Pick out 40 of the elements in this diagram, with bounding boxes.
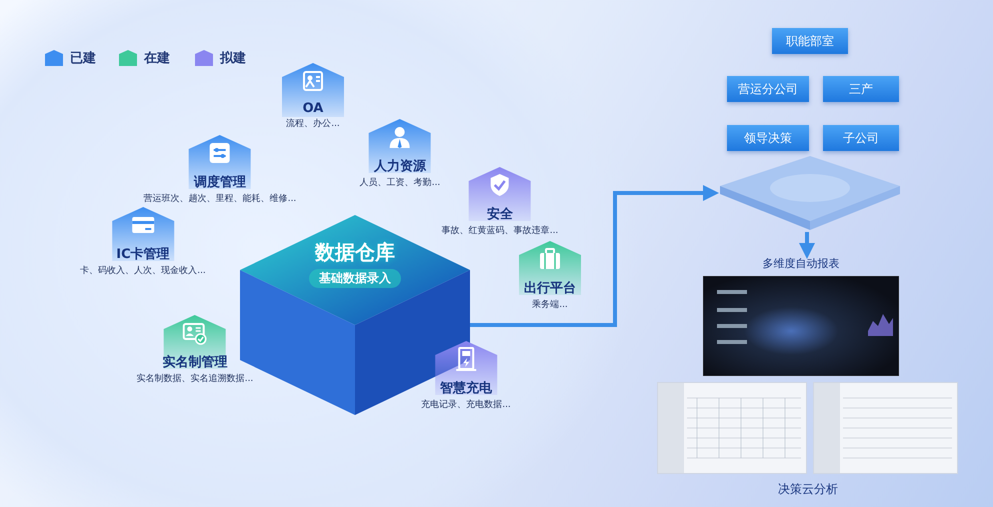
module-description: 营运班次、趟次、里程、能耗、维修...: [144, 192, 296, 205]
module-description: 事故、红黄蓝码、事故违章...: [442, 224, 558, 237]
module-tile: [421, 340, 511, 411]
department-box: 领导决策: [727, 125, 809, 151]
department-box: 职能部室: [772, 28, 848, 54]
legend-label: 拟建: [220, 50, 246, 67]
department-box: 子公司: [823, 125, 899, 151]
module-tile: [136, 314, 254, 385]
module-description: 充电记录、充电数据...: [421, 398, 511, 411]
module-title: 实名制管理: [162, 354, 228, 371]
legend-label: 在建: [144, 50, 170, 67]
module-title: 人力资源: [374, 158, 426, 175]
module-title: OA: [302, 101, 324, 116]
module-description: 流程、办公...: [286, 118, 340, 130]
form-screenshot: [813, 382, 958, 474]
module-tile: [360, 118, 440, 189]
module-title: IC卡管理: [116, 246, 170, 263]
module-title: 出行平台: [524, 280, 576, 297]
arrow: [799, 232, 815, 259]
legend-label: 已建: [70, 50, 96, 67]
module-title: 智慧充电: [440, 380, 492, 397]
table-screenshot: [657, 382, 807, 474]
module-description: 人员、工资、考勤...: [360, 176, 440, 189]
module-description: 乘务端...: [532, 298, 568, 311]
department-box: 三产: [823, 76, 899, 102]
arrow: [470, 185, 719, 327]
image-caption: 多维度自动报表: [762, 256, 840, 272]
warehouse-subtitle: 基础数据录入: [309, 269, 401, 288]
module-description: 卡、码收入、人次、现金收入...: [80, 264, 206, 277]
warehouse-title: 数据仓库: [315, 239, 395, 266]
module-tile: [442, 166, 558, 237]
module-tile: [281, 62, 345, 130]
module-tile: [518, 240, 582, 311]
module-tile: [80, 206, 206, 277]
department-box: 营运分公司: [727, 76, 809, 102]
caption-text: 决策云分析: [778, 481, 838, 498]
module-title: 调度管理: [194, 174, 246, 191]
module-description: 实名制数据、实名追溯数据...: [136, 372, 254, 385]
module-tile: [144, 134, 296, 205]
module-title: 安全: [487, 206, 513, 223]
